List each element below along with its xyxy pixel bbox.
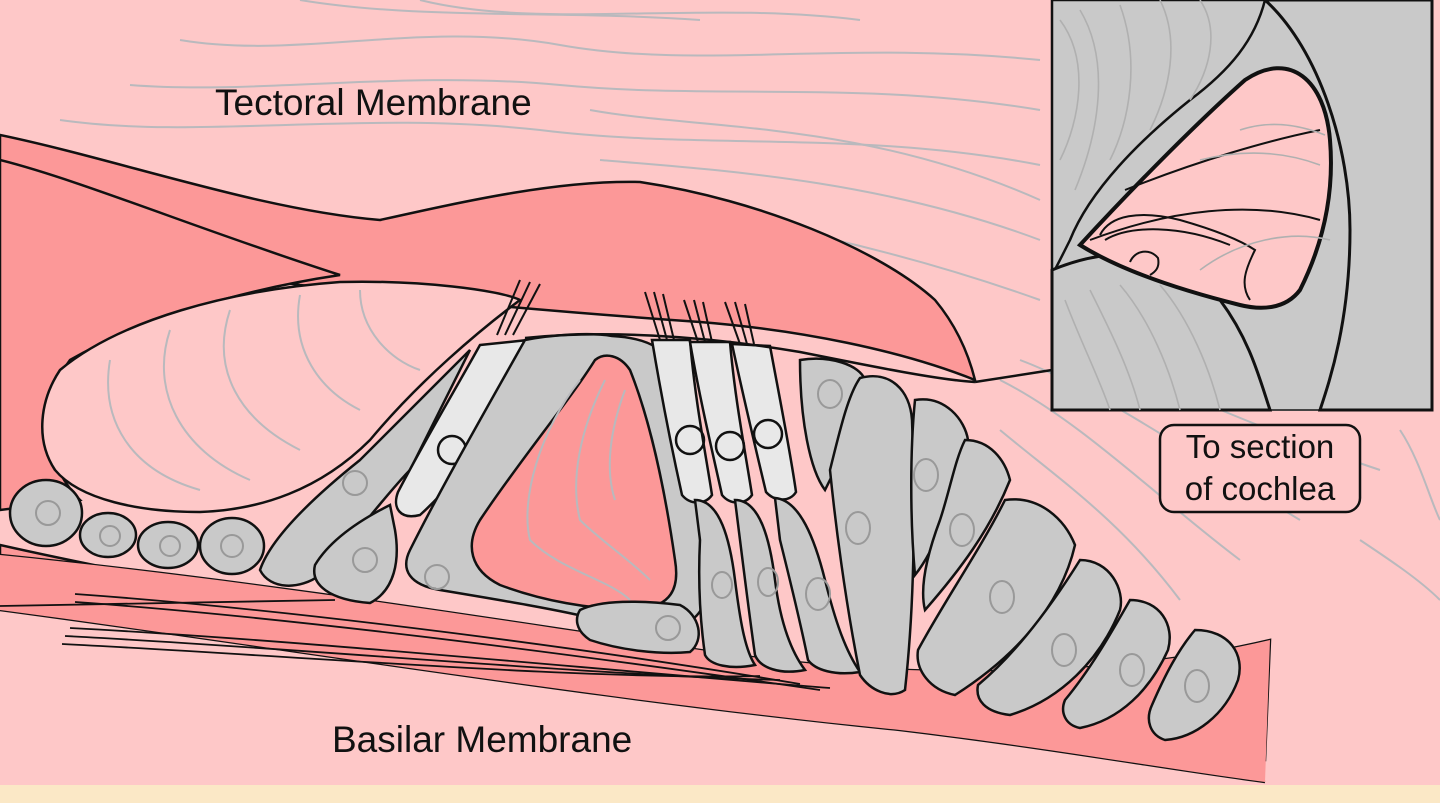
reticular-lamina <box>524 333 976 384</box>
deiters-nuclei <box>711 567 831 611</box>
inset-pointer-line <box>974 368 1053 384</box>
hensen-nuclei <box>817 379 1210 703</box>
inner-hair-cell-stereocilia <box>496 279 541 336</box>
inner-sulcus-nuclei <box>35 500 244 558</box>
inner-sulcus-cells <box>8 478 266 576</box>
tectoral-membrane-label: Tectoral Membrane <box>215 82 532 123</box>
deiters-cells <box>693 496 863 675</box>
to-section-label-box <box>1158 423 1362 514</box>
to-section-label-line2: of cochlea <box>1185 470 1336 507</box>
tunnel-contours <box>526 379 651 601</box>
to-section-label-line1: To section <box>1186 428 1335 465</box>
outer-hair-cell-nuclei <box>674 418 784 462</box>
nerve-fibers <box>0 593 831 691</box>
basilar-fill-lower <box>0 555 1270 782</box>
inner-sulcus-cushion <box>41 280 523 514</box>
basilar-membrane-label: Basilar Membrane <box>332 719 632 760</box>
outer-hair-cell-stereocilia <box>644 291 755 345</box>
cochlea-inset <box>1050 0 1434 412</box>
hensen-cells <box>798 357 1241 742</box>
footer-strip <box>0 785 1440 803</box>
cushion-contours <box>107 289 421 491</box>
